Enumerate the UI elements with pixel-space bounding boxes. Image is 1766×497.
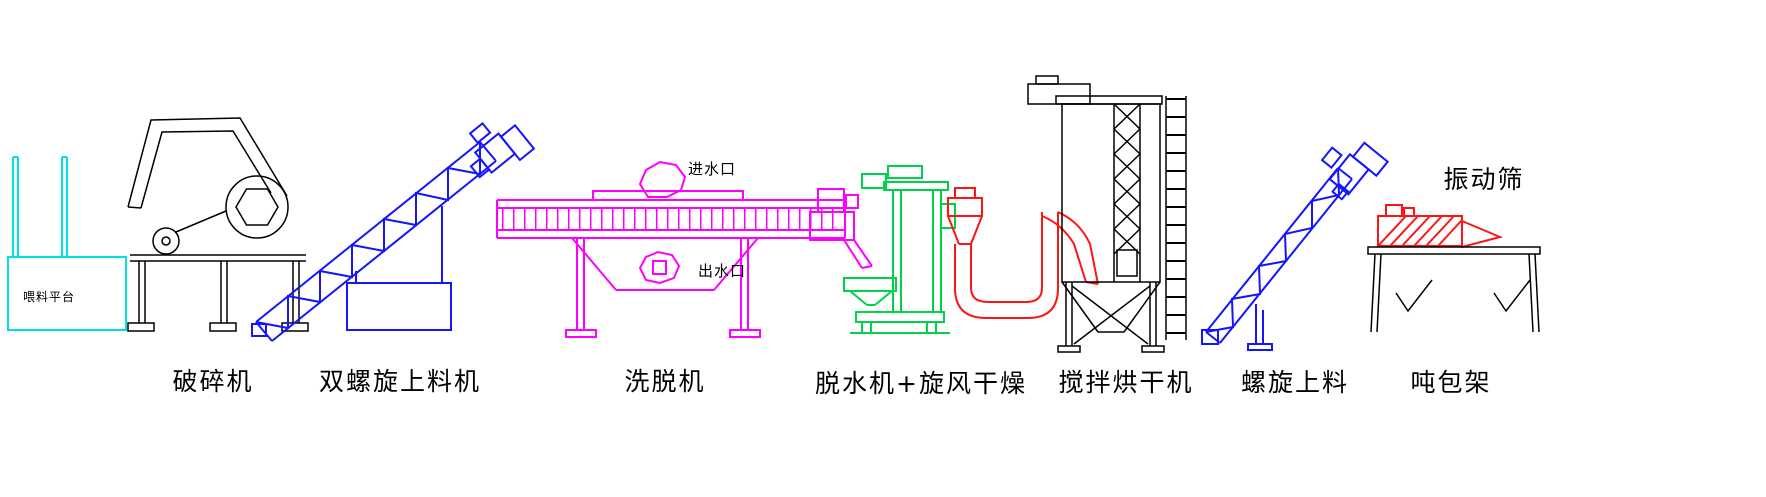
double-screw-feeder-machine xyxy=(251,121,536,342)
mixing-dryer-label: 搅拌烘干机 xyxy=(1058,368,1193,397)
crusher-machine xyxy=(127,117,309,332)
ton-bag-rack-label: 吨包架 xyxy=(1410,368,1491,397)
feed-platform-label: 喂料平台 xyxy=(23,289,75,304)
water-outlet-mark xyxy=(638,250,681,285)
crusher-label: 破碎机 xyxy=(172,367,253,396)
cyclone-pipework xyxy=(947,187,1099,319)
vibrating-screen-label: 振动筛 xyxy=(1443,165,1524,194)
water-inlet-mark xyxy=(638,160,687,198)
screw-feeder-label: 螺旋上料 xyxy=(1241,368,1349,397)
feed-platform-machine xyxy=(7,156,127,331)
mixing-dryer-machine xyxy=(1027,75,1187,353)
washer-label: 洗脱机 xyxy=(624,367,705,396)
dewater-cyclone-label: 脱水机+旋风干燥 xyxy=(815,369,1027,398)
vibrating-screen-machine xyxy=(1377,204,1504,249)
double-screw-feeder-label: 双螺旋上料机 xyxy=(319,367,481,396)
ton-bag-rack-machine xyxy=(1367,246,1541,333)
dewater-machine xyxy=(843,165,956,334)
water-inlet-label: 进水口 xyxy=(688,160,736,178)
water-outlet-label: 出水口 xyxy=(698,262,746,280)
screw-feeder-machine xyxy=(1201,141,1390,351)
washer-machine xyxy=(496,160,873,338)
